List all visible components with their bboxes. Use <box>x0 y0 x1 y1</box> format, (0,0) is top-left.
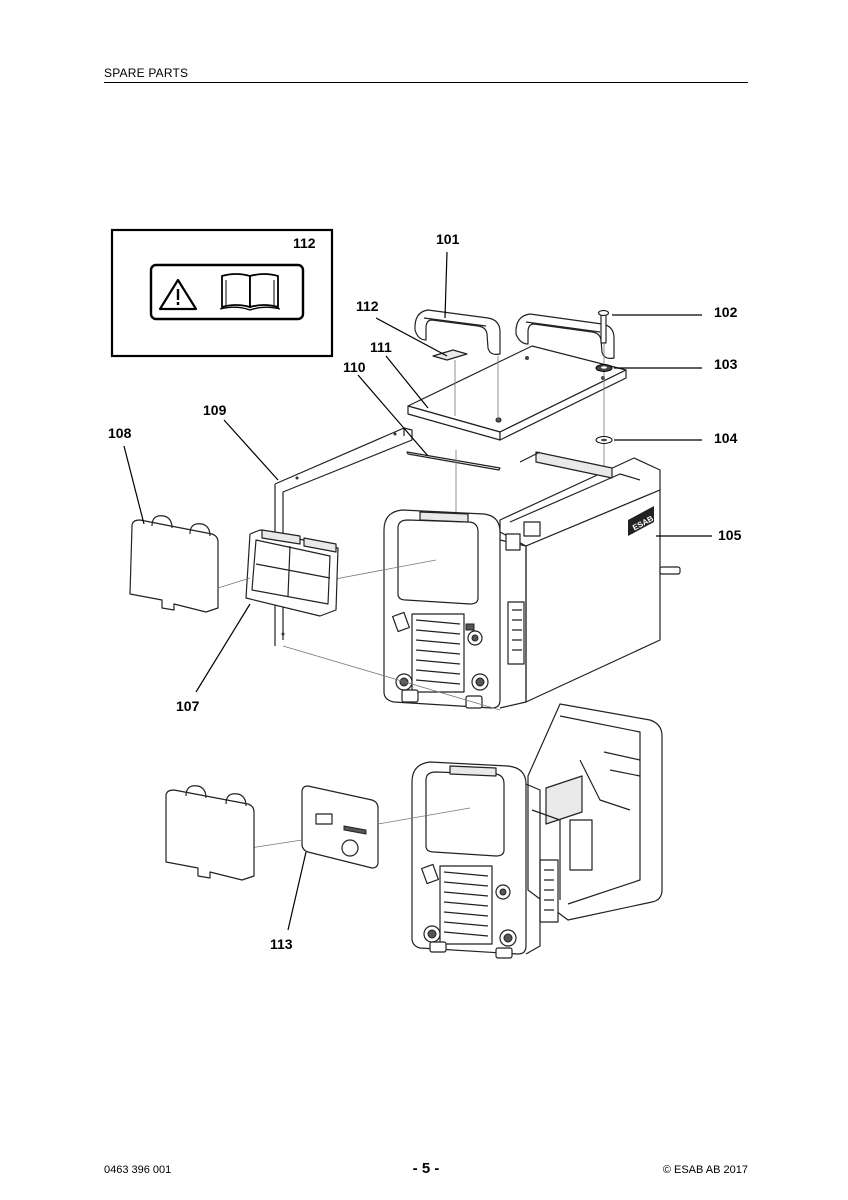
welder-unit-internal <box>411 703 663 959</box>
handle-101-left <box>414 309 501 355</box>
manual-book-icon <box>219 273 281 311</box>
control-panel-113 <box>301 785 379 869</box>
callout-102: 102 <box>714 304 738 320</box>
handle-101-right <box>515 313 615 359</box>
front-cover-108 <box>129 515 219 613</box>
warning-triangle-icon <box>158 278 198 311</box>
callout-104: 104 <box>714 430 738 446</box>
welder-unit-105: ESAB <box>383 451 681 709</box>
callout-109: 109 <box>203 402 227 418</box>
callout-105: 105 <box>718 527 742 543</box>
callout-labels: 101 102 103 104 105 107 108 109 110 111 … <box>108 231 742 952</box>
callout-110: 110 <box>343 359 366 375</box>
callout-112: 112 <box>356 298 379 314</box>
callout-111: 111 <box>370 339 392 355</box>
front-frame-107 <box>245 529 339 617</box>
callout-113: 113 <box>270 936 293 952</box>
copyright-notice: © ESAB AB 2017 <box>662 1164 748 1176</box>
callout-103: 103 <box>714 356 738 372</box>
top-cover-111 <box>407 345 627 441</box>
strip-110 <box>406 451 501 471</box>
inset-number: 112 <box>293 235 316 251</box>
leader-lines <box>123 251 712 931</box>
page-header: SPARE PARTS <box>104 64 748 83</box>
washer-103 <box>595 364 613 372</box>
screw-102 <box>597 309 610 344</box>
callout-101: 101 <box>436 231 460 247</box>
washer-104 <box>595 436 613 444</box>
page-number: - 5 - <box>412 1160 440 1177</box>
section-title: SPARE PARTS <box>104 66 189 80</box>
front-vents-lower <box>439 865 493 945</box>
inset-label-112: 112 <box>110 228 334 358</box>
page-footer: 0463 396 001 - 5 - © ESAB AB 2017 <box>104 1158 748 1182</box>
callout-108: 108 <box>108 425 132 441</box>
front-cover-lower <box>165 785 255 881</box>
callout-107: 107 <box>176 698 200 714</box>
document-number: 0463 396 001 <box>104 1164 172 1176</box>
